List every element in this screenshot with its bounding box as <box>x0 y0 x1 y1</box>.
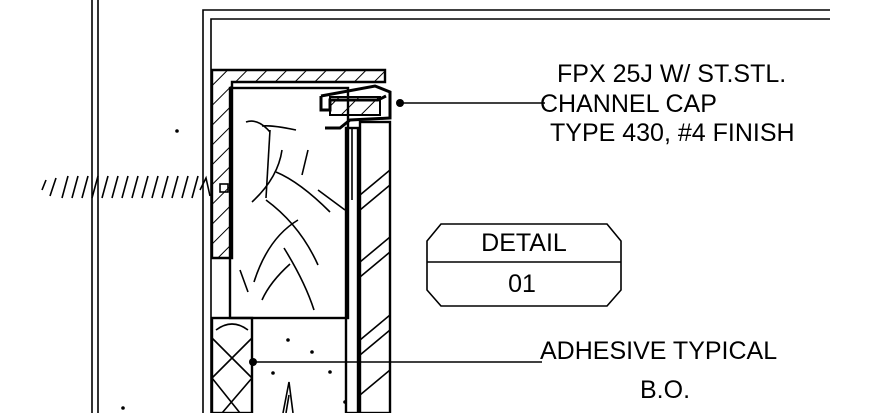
callout-top-line2: CHANNEL CAP <box>540 90 717 118</box>
leader-top <box>396 99 545 107</box>
spring-coil <box>41 175 211 199</box>
concrete-dots <box>121 129 347 410</box>
insulation-panel <box>228 86 350 320</box>
glass-panel <box>344 120 392 413</box>
callout-bottom-line1: ADHESIVE TYPICAL <box>540 337 777 365</box>
callout-bottom-line2: B.O. <box>640 376 690 404</box>
callout-top-line1: FPX 25J W/ ST.STL. <box>557 60 786 88</box>
left-wall-lines <box>91 0 99 413</box>
detail-title: DETAIL <box>481 229 567 257</box>
callout-top-line3: TYPE 430, #4 FINISH <box>550 119 795 147</box>
edge-clip <box>219 183 229 193</box>
frame-outline <box>202 9 830 413</box>
channel-cap <box>319 84 392 130</box>
leader-bottom <box>249 358 542 366</box>
detail-tag: DETAIL 01 <box>426 223 622 307</box>
detail-number: 01 <box>508 270 536 298</box>
